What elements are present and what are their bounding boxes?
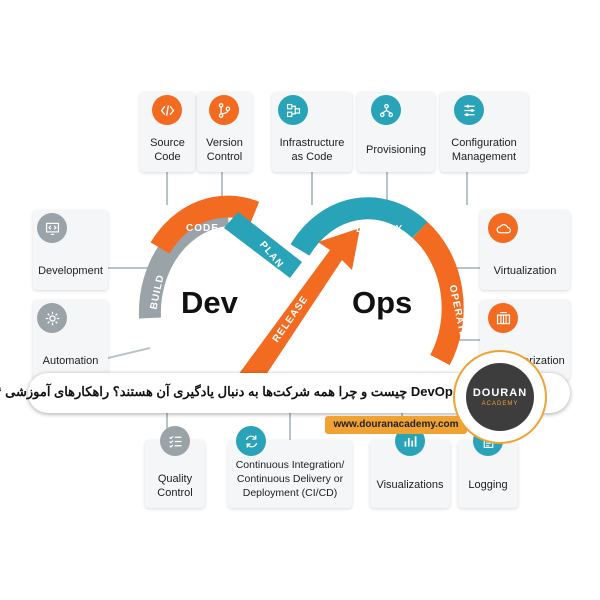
network-nodes-icon bbox=[278, 95, 308, 125]
deploy-label: DEPLOY bbox=[356, 224, 403, 235]
douran-academy-logo: DOURAN ACADEMY bbox=[458, 355, 542, 439]
url-badge[interactable]: www.douranacademy.com bbox=[325, 416, 467, 434]
card-development: Development bbox=[33, 210, 108, 290]
branch-icon bbox=[209, 95, 239, 125]
container-icon bbox=[488, 303, 518, 333]
card-ci-cd: Continuous Integration/ Continuous Deliv… bbox=[228, 426, 352, 508]
cloud-icon bbox=[488, 213, 518, 243]
website-url[interactable]: www.douranacademy.com bbox=[333, 419, 459, 430]
deploy-segment bbox=[290, 197, 428, 256]
card-provisioning: Provisioning bbox=[357, 92, 435, 172]
checklist-icon bbox=[160, 426, 190, 456]
card-infrastructure-as-code: Infrastructure as Code bbox=[272, 92, 352, 172]
operate-segment bbox=[412, 221, 464, 366]
card-automation: Automation bbox=[33, 300, 108, 380]
card-virtualization: Virtualization bbox=[480, 210, 570, 290]
logo-name: DOURAN bbox=[472, 387, 528, 399]
card-configuration-management: Configuration Management bbox=[440, 92, 528, 172]
card-source-code: Source Code bbox=[140, 92, 195, 172]
logo-subtitle: ACADEMY bbox=[481, 401, 519, 407]
release-segment bbox=[238, 228, 360, 390]
monitor-code-icon bbox=[37, 213, 67, 243]
code-label: CODE bbox=[186, 223, 219, 234]
logo-shield bbox=[466, 363, 534, 431]
sliders-icon bbox=[454, 95, 484, 125]
provision-icon bbox=[371, 95, 401, 125]
plan-segment bbox=[224, 212, 302, 278]
dev-label: Dev bbox=[181, 285, 238, 320]
ops-label: Ops bbox=[352, 285, 413, 320]
card-visualizations: Visualizations bbox=[370, 426, 450, 508]
card-version-control: Version Control bbox=[197, 92, 252, 172]
card-quality-control: Quality Control bbox=[145, 426, 205, 508]
cycle-icon bbox=[236, 426, 266, 456]
code-brackets-icon bbox=[152, 95, 182, 125]
banner-title: DevOps چیست و چرا همه شرکت‌ها به دنبال ی… bbox=[0, 384, 460, 399]
card-logging: Logging bbox=[458, 426, 518, 508]
code-segment bbox=[150, 195, 260, 254]
gear-icon bbox=[37, 303, 67, 333]
